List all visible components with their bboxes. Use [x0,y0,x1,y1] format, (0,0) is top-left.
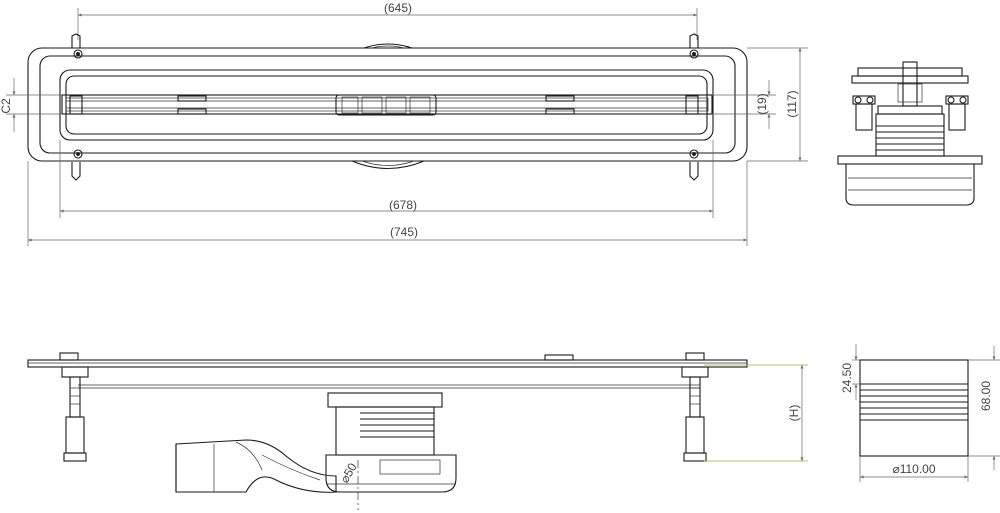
dim-phi50-label: ⌀50 [337,460,360,485]
dim-645-label: (645) [384,1,412,15]
side-view: ⌀50 (H) [27,352,808,510]
outlet-view: 24.50 68.00 ⌀110.00 [840,344,1000,482]
dim-2450-label: 24.50 [840,363,854,393]
dim-phi110-label: ⌀110.00 [892,462,935,476]
end-view [837,61,983,206]
dim-h-label: (H) [787,405,801,422]
top-view: (645) [0,1,808,246]
dim-c2-label: C2 [0,98,13,114]
dim-117-label: (117) [785,90,799,117]
dim-745-label: (745) [390,225,418,239]
dim-678-label: (678) [389,198,417,212]
dim-6800-label: 68.00 [979,381,993,411]
dim-19-label: (19) [755,93,769,114]
